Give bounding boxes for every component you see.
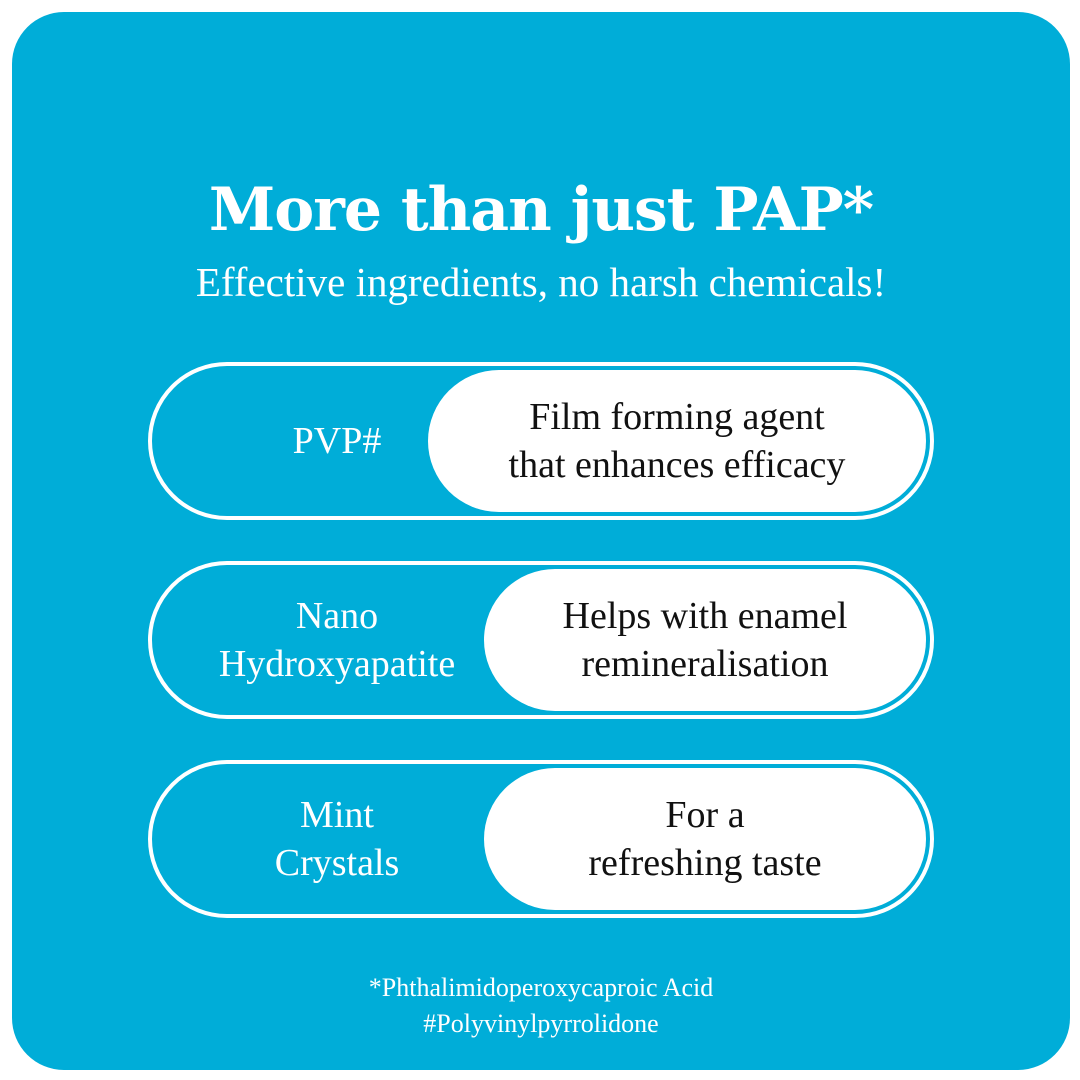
- ingredient-description: Helps with enamel remineralisation: [484, 569, 926, 711]
- footnote-pap: *Phthalimidoperoxycaproic Acid: [368, 973, 714, 1002]
- ingredient-pill-nano-hydroxyapatite: Nano Hydroxyapatite Helps with enamel re…: [148, 561, 934, 719]
- footnotes: *Phthalimidoperoxycaproic Acid #Polyviny…: [12, 970, 1070, 1042]
- ingredient-name: Nano Hydroxyapatite: [218, 595, 456, 685]
- ingredient-pill-mint-crystals: Mint Crystals For a refreshing taste: [148, 760, 934, 918]
- promo-card: More than just PAP* Effective ingredient…: [12, 12, 1070, 1070]
- ingredient-name: Mint Crystals: [274, 794, 400, 884]
- ingredient-description: Film forming agent that enhances efficac…: [428, 370, 926, 512]
- footnote-pvp: #Polyvinylpyrrolidone: [423, 1009, 659, 1038]
- ingredient-pill-pvp: PVP# Film forming agent that enhances ef…: [148, 362, 934, 520]
- ingredient-description: For a refreshing taste: [484, 768, 926, 910]
- page-subtitle: Effective ingredients, no harsh chemical…: [195, 259, 887, 305]
- ingredient-name: PVP#: [292, 420, 382, 462]
- page-title: More than just PAP*: [208, 175, 874, 245]
